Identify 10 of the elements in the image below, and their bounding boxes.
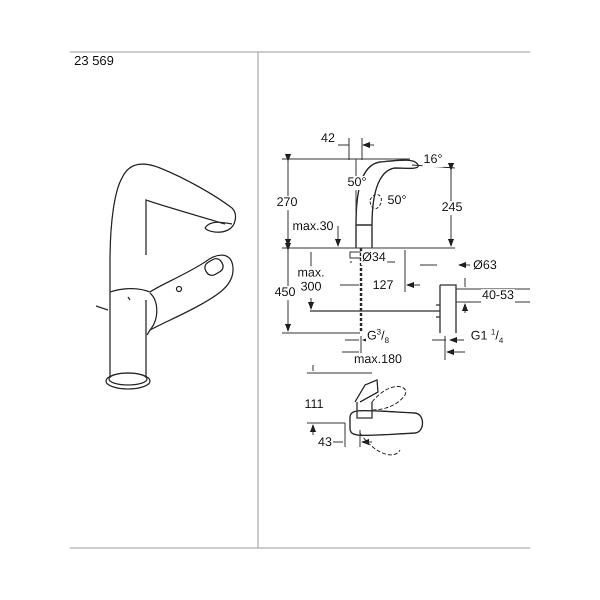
dimension-label: 16° — [422, 153, 444, 167]
dimension-label: G1 $^{1}$/$_{4}$ — [470, 328, 504, 346]
dimension-label: 245 — [440, 201, 464, 215]
dimension-label: 40-53 — [481, 289, 515, 303]
dimension-label: G$^{3}$/$_{8}$ — [366, 328, 390, 346]
dimension-label: 270 — [276, 196, 298, 210]
model-number: 23 569 — [73, 54, 115, 68]
dimension-label: 50° — [346, 176, 368, 190]
dimension-label: 450 — [274, 286, 296, 300]
dimension-label: Ø34 — [361, 251, 387, 265]
